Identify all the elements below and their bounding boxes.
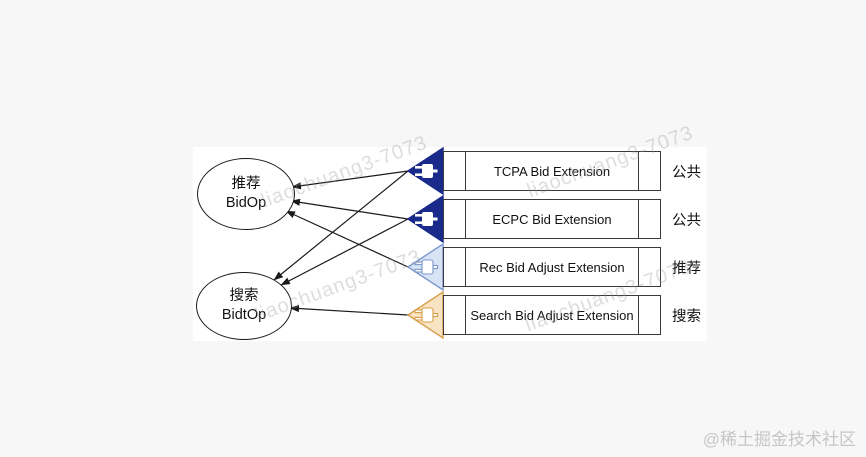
node-search-bidtop: 搜索 BidtOp <box>196 272 292 340</box>
plugin-arrow-search <box>406 290 444 340</box>
scope-label-ecpc: 公共 <box>672 212 701 229</box>
plug-icon <box>414 307 439 323</box>
connector-tcpa-to-search-bidtop <box>273 170 409 281</box>
connector-tcpa-to-rec-bidop <box>291 170 409 190</box>
extension-box-search: Search Bid Adjust Extension <box>443 295 661 335</box>
site-watermark: @稀土掘金技术社区 <box>702 430 856 449</box>
extension-box-ecpc: ECPC Bid Extension <box>443 199 661 239</box>
extension-box-rec: Rec Bid Adjust Extension <box>443 247 661 287</box>
plug-icon <box>415 212 438 226</box>
node-label-line: BidtOp <box>221 307 267 323</box>
connector-ecpc-to-search-bidtop <box>280 218 409 286</box>
plugin-arrow-ecpc <box>406 194 444 244</box>
extension-box-left-cell <box>444 296 466 334</box>
plug-icon <box>414 259 439 275</box>
node-label-line: 搜索 <box>229 288 259 304</box>
connector-ecpc-to-rec-bidop <box>290 198 409 220</box>
node-label-line: BidOp <box>225 195 267 211</box>
connector-search-ext-to-search-bidtop <box>289 304 409 316</box>
extension-box-right-cell <box>638 296 660 334</box>
scope-label-tcpa: 公共 <box>672 164 701 181</box>
plug-icon <box>415 164 438 178</box>
extension-box-left-cell <box>444 152 466 190</box>
extension-name: TCPA Bid Extension <box>493 163 611 179</box>
diagram-connectors <box>273 146 444 340</box>
extension-name: ECPC Bid Extension <box>492 211 612 227</box>
extension-name: Rec Bid Adjust Extension <box>479 259 625 275</box>
extension-box-left-cell <box>444 200 466 238</box>
connector-rec-ext-to-rec-bidop <box>285 210 409 268</box>
extension-box-right-cell <box>638 248 660 286</box>
extension-box-right-cell <box>638 200 660 238</box>
node-rec-bidop: 推荐 BidOp <box>197 158 295 230</box>
extension-box-left-cell <box>444 248 466 286</box>
node-label-line: 推荐 <box>231 176 261 192</box>
extension-name: Search Bid Adjust Extension <box>470 307 634 323</box>
scope-label-rec: 推荐 <box>672 260 701 277</box>
extension-box-right-cell <box>638 152 660 190</box>
extension-box-tcpa: TCPA Bid Extension <box>443 151 661 191</box>
plugin-arrow-rec <box>406 242 444 292</box>
scope-label-search: 搜索 <box>672 308 701 325</box>
diagram-panel: 推荐 BidOp 搜索 BidtOp TCPA Bid Extension EC… <box>193 122 707 341</box>
plugin-arrow-tcpa <box>406 146 444 196</box>
